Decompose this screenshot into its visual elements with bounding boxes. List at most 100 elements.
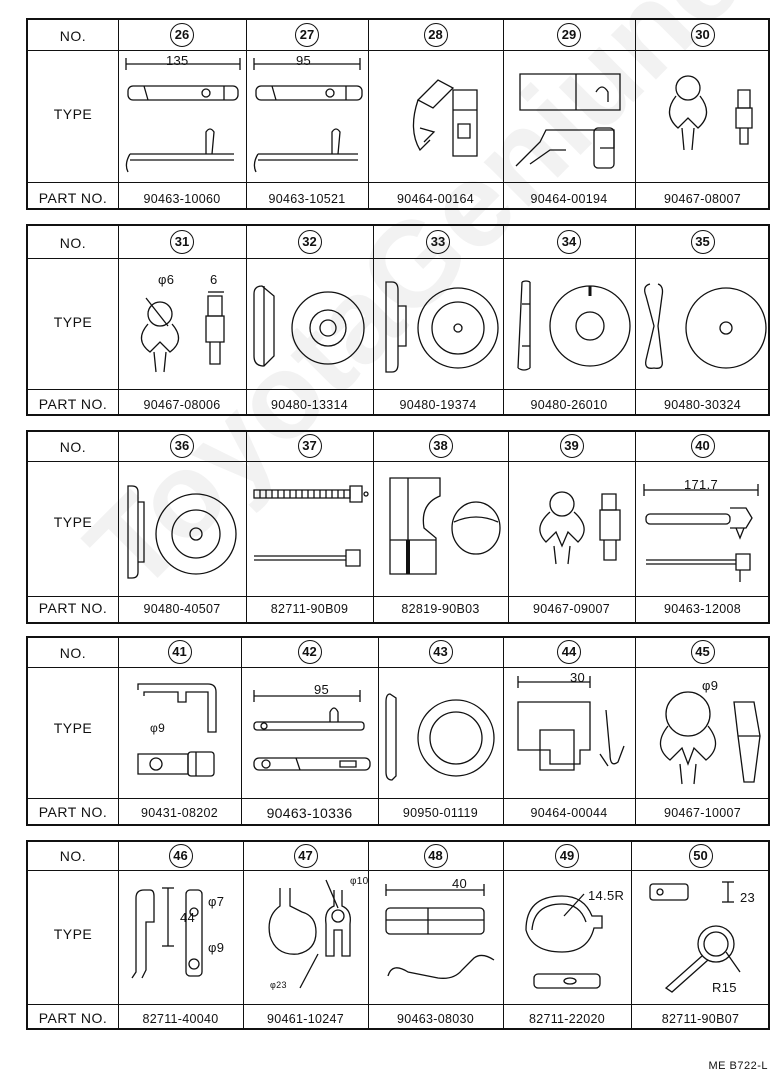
dimension-label: 40 (452, 876, 468, 891)
no-label: NO. (59, 28, 87, 44)
dimension-label: φ10 (350, 876, 369, 887)
no-label: NO. (59, 439, 87, 455)
part-no-label: PART NO. (38, 396, 108, 412)
dimension-label: 23 (740, 890, 756, 905)
item-number: 33 (373, 230, 503, 254)
part-no-label: PART NO. (38, 190, 108, 206)
parts-table-1: NO. TYPE PART NO. 26 27 28 29 30 90463-1… (26, 18, 770, 210)
item-number: 26 (118, 23, 246, 47)
item-number: 31 (118, 230, 246, 254)
part-no-label: PART NO. (38, 1010, 108, 1026)
bracket-clamp-illustration (128, 676, 238, 794)
grommet-illustration (640, 276, 768, 384)
dimension-label: 14.5R (588, 888, 625, 903)
item-number: 28 (368, 23, 503, 47)
parts-table-4: NO. TYPE PART NO. 41 42 43 44 45 90431-0… (26, 636, 770, 826)
item-number: 36 (118, 434, 246, 458)
part-number: 82711-40040 (142, 1012, 219, 1026)
item-number: 27 (246, 23, 368, 47)
no-label: NO. (59, 645, 87, 661)
part-number: 90463-10336 (266, 805, 353, 821)
part-number: 82711-90B07 (661, 1012, 740, 1026)
item-number: 40 (635, 434, 770, 458)
band-clamp-illustration (250, 54, 365, 180)
part-number: 90463-10521 (268, 192, 346, 206)
band-clamp-illustration (378, 882, 500, 998)
cable-tie-illustration (250, 482, 372, 582)
part-number: 82711-90B09 (270, 602, 349, 616)
part-number: 90461-10247 (267, 1012, 344, 1026)
grommet-illustration (124, 478, 244, 592)
dimension-label: 95 (314, 682, 330, 697)
parts-table-5: NO. TYPE PART NO. 46 47 48 49 50 82711-4… (26, 840, 770, 1030)
push-clip-illustration (516, 484, 632, 590)
dimension-label: φ9 (208, 940, 225, 955)
no-label: NO. (59, 235, 87, 251)
item-number: 47 (243, 844, 368, 868)
bracket-clamp-illustration (124, 882, 240, 1000)
no-label: NO. (59, 848, 87, 864)
dimension-label: 95 (296, 53, 312, 68)
part-number: 90467-09007 (533, 602, 610, 616)
type-label: TYPE (53, 926, 93, 942)
type-label: TYPE (53, 314, 93, 330)
grommet-illustration (510, 276, 634, 384)
reference-code: ME B722-L (708, 1060, 768, 1072)
type-label: TYPE (53, 514, 93, 530)
grommet-illustration (378, 276, 502, 384)
part-number: 90464-00044 (530, 806, 608, 820)
part-number: 90480-13314 (271, 398, 348, 412)
parts-table-2: NO. TYPE PART NO. 31 32 33 34 35 90467-0… (26, 224, 770, 416)
push-clip-illustration (128, 278, 240, 382)
dimension-label: 6 (210, 272, 218, 287)
part-number: 90464-00164 (397, 192, 474, 206)
item-number: 39 (508, 434, 635, 458)
part-number: 90467-08006 (143, 398, 221, 412)
clamp-illustration (250, 876, 366, 998)
part-no-label: PART NO. (38, 804, 108, 820)
dimension-label: 30 (570, 670, 586, 685)
part-number: 90467-10007 (664, 806, 741, 820)
dimension-label: φ9 (150, 721, 166, 735)
band-clamp-illustration (124, 54, 244, 180)
part-number: 90431-08202 (141, 806, 218, 820)
parts-table-3: NO. TYPE PART NO. 36 37 38 39 40 90480-4… (26, 430, 770, 624)
item-number: 34 (503, 230, 635, 254)
item-number: 44 (503, 640, 635, 664)
dimension-label: 44 (180, 910, 196, 925)
clip-illustration (398, 70, 488, 170)
grommet-illustration (250, 276, 370, 384)
item-number: 32 (246, 230, 373, 254)
dimension-label: φ6 (158, 272, 175, 287)
grommet-illustration (384, 684, 500, 794)
part-number: 90464-00194 (530, 192, 608, 206)
clip-illustration (510, 676, 632, 794)
dimension-label: φ23 (270, 980, 287, 990)
part-number: 90463-12008 (664, 602, 741, 616)
clamp-illustration (636, 878, 766, 998)
push-clip-illustration (648, 70, 760, 170)
holder-illustration (380, 468, 504, 582)
dimension-label: 135 (166, 53, 189, 68)
part-number: 90467-08007 (664, 192, 741, 206)
part-number: 90463-08030 (397, 1012, 474, 1026)
band-clamp-illustration (640, 482, 766, 586)
part-number: 90480-26010 (530, 398, 608, 412)
item-number: 45 (635, 640, 770, 664)
part-no-label: PART NO. (38, 600, 108, 616)
item-number: 49 (503, 844, 631, 868)
item-number: 30 (635, 23, 770, 47)
item-number: 38 (373, 434, 508, 458)
band-clamp-illustration (246, 684, 374, 794)
part-number: 82819-90B03 (401, 602, 480, 616)
item-number: 43 (378, 640, 503, 664)
type-label: TYPE (53, 106, 93, 122)
item-number: 35 (635, 230, 770, 254)
dimension-label: 171.7 (684, 477, 719, 492)
dimension-label: φ7 (208, 894, 225, 909)
part-number: 82711-22020 (528, 1012, 606, 1026)
part-number: 90480-19374 (399, 398, 477, 412)
part-number: 90950-01119 (402, 806, 479, 820)
push-clip-illustration (642, 686, 768, 794)
clip-illustration (510, 68, 632, 178)
